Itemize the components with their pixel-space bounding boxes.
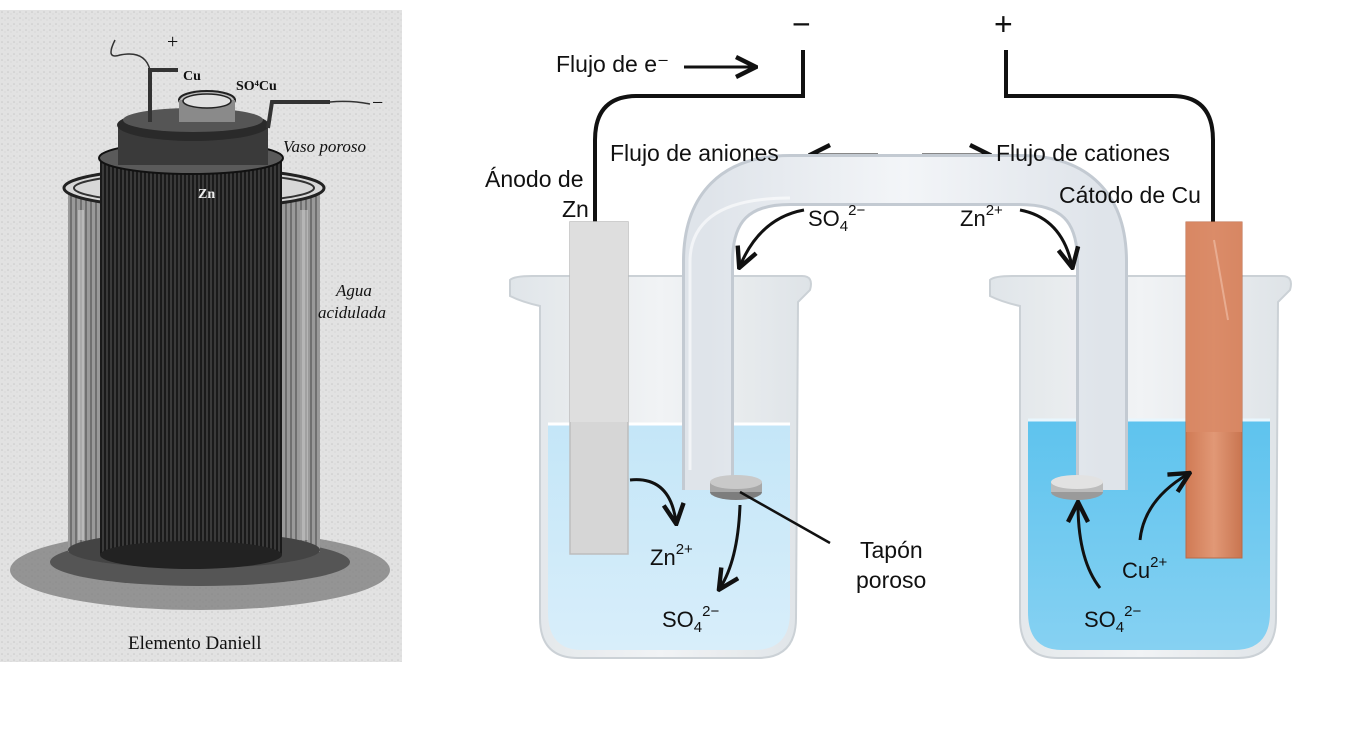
external-wire-left (593, 50, 805, 226)
cell-drawing (509, 50, 1292, 659)
external-wire-right (1004, 50, 1215, 226)
daniell-cell-engraving: Cu SO⁴Cu Zn + − Vaso poroso Agua acidula… (0, 10, 402, 662)
so4-bridge-arrow (740, 208, 805, 266)
ion-so4-right: SO42− (1084, 603, 1142, 636)
anode-label-line2: Zn (562, 196, 589, 222)
label-so4cu: SO⁴Cu (236, 79, 277, 94)
label-acidulated-water-1: Agua (336, 281, 372, 300)
anode-label-line1: Ánodo de (485, 166, 584, 192)
porous-plug-pointer (739, 490, 831, 545)
positive-terminal-sign: + (994, 6, 1013, 42)
galvanic-cell-diagram: − + Flujo de e⁻ Flujo de aniones Flujo d… (402, 0, 1368, 746)
left-beaker (509, 275, 812, 659)
label-porous-vessel: Vaso poroso (283, 137, 366, 156)
label-plus-engraving: + (167, 31, 179, 53)
ion-so4-bridge: SO42− (808, 202, 866, 235)
anion-flow-label: Flujo de aniones (610, 140, 779, 166)
label-zn-engraving: Zn (198, 187, 216, 202)
ion-zn-left: Zn2+ (650, 541, 693, 570)
salt-bridge (685, 157, 1125, 490)
electron-flow-label: Flujo de e⁻ (556, 51, 670, 77)
cathode-label: Cátodo de Cu (1059, 182, 1201, 208)
ion-zn-bridge: Zn2+ (960, 202, 1003, 231)
label-minus-engraving: − (372, 92, 384, 114)
right-beaker (989, 275, 1292, 659)
zn-bridge-arrow (1019, 208, 1072, 266)
ion-cu-right: Cu2+ (1122, 554, 1168, 583)
porous-plug-label-line2: poroso (856, 567, 927, 593)
so4-left-arrow (720, 504, 742, 588)
engraving-caption: Elemento Daniell (128, 633, 262, 654)
cu-ion-arrow (1138, 474, 1188, 541)
so4-right-arrow (1078, 504, 1102, 589)
cation-flow-label: Flujo de cationes (996, 140, 1170, 166)
ion-so4-left: SO42− (662, 603, 720, 636)
label-cu: Cu (183, 69, 201, 84)
porous-plug-label-line1: Tapón (860, 537, 923, 563)
engraving-drawing (0, 10, 402, 662)
negative-terminal-sign: − (792, 6, 811, 42)
zn-ion-arrow (629, 478, 676, 522)
label-acidulated-water-2: acidulada (318, 303, 386, 322)
